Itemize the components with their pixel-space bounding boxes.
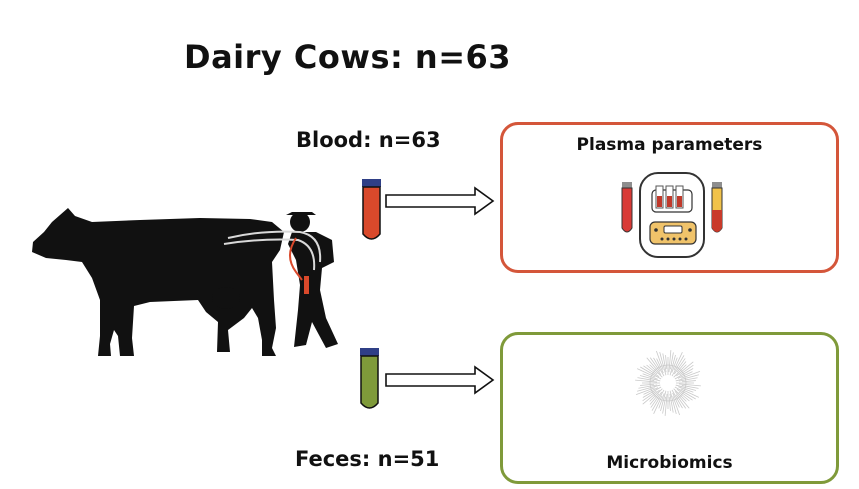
tree-branch [649,364,663,378]
tree-branch [675,394,687,409]
tree-branch [639,375,661,382]
tree-branch [681,380,696,383]
tree-branch [672,392,680,408]
tree-branch [656,358,664,374]
tree-branch [642,389,660,405]
tree-branch [640,383,655,386]
tree-branch [671,389,683,409]
tree-branch [678,391,690,402]
tree-branch [640,366,662,380]
blood-tube-icon [362,179,381,240]
tree-branch [649,388,663,402]
feces-tube-icon [360,348,379,409]
tree-branch [673,358,686,375]
phylogenetic-tree-icon [635,350,701,416]
tree-branch [680,388,699,398]
tree-branch [676,361,694,377]
plasma-parameters-panel: Plasma parameters [500,122,839,273]
tree-branch [635,387,655,396]
tree-branch [672,396,681,416]
microbiomics-panel: Microbiomics [500,332,839,484]
tree-branch [637,368,656,378]
tree-branch [642,390,657,402]
tree-branch [643,365,660,378]
tree-branch [653,395,663,414]
tree-branch [669,393,674,413]
tree-branch [668,350,672,373]
tree-branch [643,387,659,395]
tree-branch [646,364,658,375]
blood-analyzer-icon [621,172,723,258]
handheld-sample-tube [304,276,309,294]
cow-silhouette-icon [32,208,284,356]
tree-branch [673,388,687,402]
tree-branch [673,352,683,371]
tree-branch [671,357,678,373]
tree-branch [636,384,661,392]
tree-branch [642,386,662,398]
tree-branch [678,377,698,382]
arm-hoses [223,230,322,271]
blood-line [289,237,303,281]
tree-branch [679,364,694,376]
tree-branch [668,396,671,411]
tree-branch [651,389,665,411]
blood-sample-label: Blood: n=63 [296,128,441,152]
tree-branch [649,357,661,372]
tree-branch [676,388,693,401]
tree-branch [655,350,664,370]
tree-branch [662,396,666,414]
tree-branch [673,364,687,378]
tree-branch [635,379,658,383]
tree-branch [658,393,665,409]
microbiomics-title: Microbiomics [606,453,733,473]
tree-branch [638,384,658,389]
tree-branch [678,386,694,393]
tree-branch [665,355,668,370]
tree-branch [649,393,660,405]
feces-sample-label: Feces: n=51 [295,447,440,471]
blood-arrow [385,186,495,216]
tree-branch [660,390,667,412]
tree-branch [678,383,701,387]
farmer-silhouette-icon [286,212,338,348]
tree-branch [677,371,693,379]
tree-inner-ring [649,364,687,402]
tree-branch [646,357,662,375]
tree-branch [662,353,667,373]
tree-branch [653,357,665,377]
tree-branch [675,374,700,382]
tree-branch [674,391,690,409]
tree-branch [637,377,655,381]
tree-branch [659,351,667,376]
tree-branch [676,361,687,373]
tree-branch [669,390,677,415]
feces-arrow [385,365,495,395]
tree-branch [681,370,701,379]
tree-branch [681,385,699,389]
tree-branch [671,355,685,377]
tree-branch [674,386,696,400]
tree-branch [675,384,697,391]
tree-branch [674,368,694,380]
tree-branch [650,391,663,408]
tree-branch [669,354,676,376]
tree-branch [670,352,674,370]
plasma-parameters-title: Plasma parameters [576,135,763,155]
diagram-title: Dairy Cows: n=63 [184,38,512,76]
tree-branch [664,393,668,416]
tree-branch [642,373,658,380]
